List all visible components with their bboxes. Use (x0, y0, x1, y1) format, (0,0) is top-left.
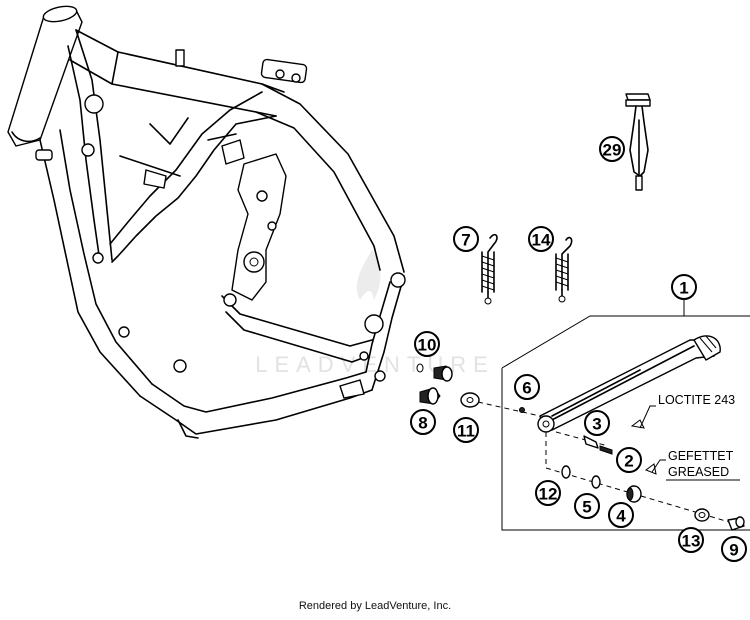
motorcycle-frame (7, 5, 406, 439)
callout-5: 5 (574, 493, 600, 519)
loctite-leader (639, 405, 656, 429)
swingarm-pivot-plate (231, 153, 287, 301)
assembly-lines (477, 401, 737, 525)
callout-1-label: 1 (679, 279, 688, 298)
callout-7: 7 (453, 226, 479, 252)
gefettet-note: GEFETTET (668, 449, 734, 463)
callout-13: 13 (678, 527, 704, 553)
callout-10: 10 (414, 331, 440, 357)
spring-7 (481, 233, 498, 305)
callout-9-label: 9 (729, 541, 738, 560)
callout-7-label: 7 (461, 231, 470, 250)
callout-4: 4 (608, 502, 634, 528)
watermark: LEADVENTURE (255, 250, 495, 377)
callout-9: 9 (721, 536, 747, 562)
callout-8-label: 8 (418, 414, 427, 433)
callout-8: 8 (410, 409, 436, 435)
watermark-text: LEADVENTURE (255, 352, 495, 377)
callout-6-label: 6 (522, 379, 531, 398)
callout-10-label: 10 (418, 336, 437, 355)
greased-note: GREASED (668, 465, 729, 479)
callout-12-label: 12 (539, 485, 558, 504)
callout-2: 2 (616, 447, 642, 473)
callout-11: 11 (453, 417, 479, 443)
callout-14: 14 (528, 226, 554, 252)
callout-6: 6 (514, 374, 540, 400)
loctite-note: LOCTITE 243 (658, 393, 735, 407)
callout-3: 3 (584, 410, 610, 436)
steering-head-tube (7, 9, 83, 147)
side-stand-hardware (519, 407, 745, 531)
callout-1: 1 (671, 274, 697, 300)
callout-29: 29 (599, 136, 625, 162)
callout-29-label: 29 (603, 141, 622, 160)
greased-leader (651, 459, 666, 473)
small-parts-left (416, 363, 480, 408)
callout-2-label: 2 (624, 452, 633, 471)
spring-14 (555, 236, 573, 303)
footer-credit: Rendered by LeadVenture, Inc. (298, 600, 452, 612)
callout-4-label: 4 (616, 507, 626, 526)
callout-5-label: 5 (582, 498, 591, 517)
spring-hook-tool (625, 93, 651, 191)
callout-14-label: 14 (532, 231, 551, 250)
callout-13-label: 13 (682, 532, 701, 551)
side-stand (537, 335, 721, 433)
callout-12: 12 (535, 480, 561, 506)
callout-11-label: 11 (457, 422, 475, 441)
callout-3-label: 3 (592, 415, 601, 434)
